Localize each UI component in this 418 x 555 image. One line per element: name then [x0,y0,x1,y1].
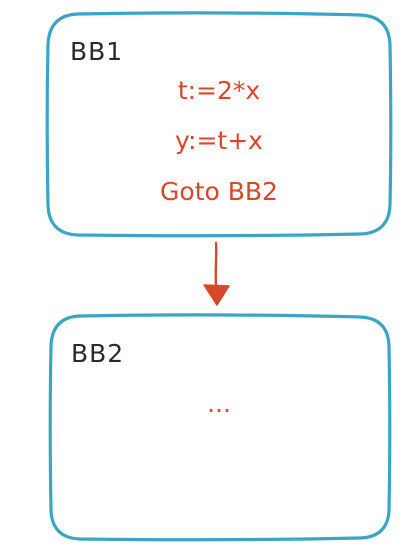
block2-ellipsis: ... [207,389,231,418]
arrow-shaft [214,241,218,287]
block1-label: BB1 [70,37,124,66]
block1-code-line-1: t:=2*x [177,76,261,105]
block1-code-line-3: Goto BB2 [160,177,278,206]
block1-frame [45,11,393,238]
arrow-head [203,284,230,306]
block2-frame [48,313,392,542]
block1-code-line-2: y:=t+x [175,126,263,155]
block2-label: BB2 [71,339,125,368]
